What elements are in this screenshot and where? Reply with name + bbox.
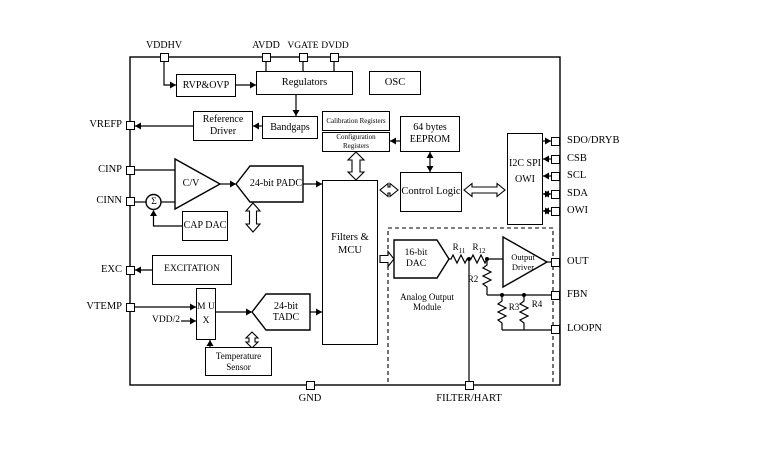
dac-shape — [393, 239, 450, 279]
pin-label-fbn: FBN — [567, 289, 588, 300]
block-eeprom: 64 bytes EEPROM — [400, 116, 460, 152]
pin-avdd — [262, 53, 271, 62]
arrowheads — [135, 81, 551, 346]
pin-label-cinn: CINN — [96, 195, 122, 206]
pin-label-filter-hart: FILTER/HART — [436, 393, 502, 404]
block-cap-dac: CAP DAC — [182, 211, 228, 241]
pin-label-vtemp: VTEMP — [86, 301, 122, 312]
block-bandgaps: Bandgaps — [262, 116, 318, 139]
block-regulators: Regulators — [256, 71, 353, 95]
padc-shape — [235, 165, 304, 203]
pin-label-avdd: AVDD — [252, 40, 280, 51]
block-filters-mcu: Filters & MCU — [322, 180, 378, 345]
resistor-r2 — [481, 259, 493, 295]
analog-shapes — [145, 157, 549, 331]
output-driver-label: Output Driver — [511, 251, 535, 272]
pin-label-sda: SDA — [567, 188, 589, 199]
pin-gnd — [306, 381, 315, 390]
analog-output-module-label: Analog Output Module — [400, 291, 454, 312]
pin-label-gnd: GND — [298, 393, 322, 404]
pin-label-vddhv: VDDHV — [145, 40, 183, 51]
pin-scl — [551, 172, 560, 181]
sigma-node-label: Σ — [151, 196, 157, 207]
pin-cinn — [126, 197, 135, 206]
pin-label-csb: CSB — [567, 153, 587, 164]
chip-boundary — [129, 56, 561, 386]
control-to-interface-bus — [463, 182, 506, 198]
resistor-label-r2: R2 — [467, 274, 479, 284]
pin-vddhv — [160, 53, 169, 62]
pin-loopn — [551, 325, 560, 334]
pin-out — [551, 258, 560, 267]
pin-label-vrefp: VREFP — [89, 119, 122, 130]
pin-label-owi: OWI — [567, 205, 588, 216]
pin-label-vgate: VGATE — [287, 41, 319, 51]
pin-cinp — [126, 166, 135, 175]
block-mux: M U X — [196, 288, 216, 340]
pin-label-loopn: LOOPN — [567, 323, 603, 334]
pin-label-exc: EXC — [101, 264, 122, 275]
block-calibration-registers: Calibration Registers — [322, 111, 390, 131]
resistor-r4 — [518, 295, 530, 330]
block-osc: OSC — [369, 71, 421, 95]
pin-dvdd — [330, 53, 339, 62]
pin-label-scl: SCL — [567, 170, 587, 181]
dac-label: 16-bit DAC — [404, 248, 428, 269]
pin-owi — [551, 207, 560, 216]
block-excitation: EXCITATION — [152, 255, 232, 285]
block-control-logic: Control Logic — [400, 172, 462, 212]
sigma-node-shape — [145, 193, 162, 211]
tadc-label: 24-bit TADC — [272, 300, 300, 324]
cv-amp-shape — [174, 157, 222, 211]
resistor-label-r3: R3 — [508, 302, 520, 312]
pin-sdo-dryb — [551, 137, 560, 146]
padc-label: 24-bit PADC — [249, 178, 303, 190]
mcu-to-dac-bus — [379, 249, 395, 269]
pin-label-sdo-dryb: SDO/DRYB — [567, 135, 620, 146]
output-driver-shape — [502, 235, 549, 289]
resistor-r11-r12 — [449, 253, 503, 265]
padc-capdac-bus — [244, 202, 262, 233]
registers-to-mcu-bus — [346, 151, 366, 181]
pin-exc — [126, 266, 135, 275]
pin-label-dvdd: DVDD — [321, 41, 349, 51]
block-temperature-sensor: Temperature Sensor — [205, 347, 272, 376]
resistor-r3 — [496, 295, 508, 330]
pin-filter-hart — [465, 381, 474, 390]
pin-vtemp — [126, 303, 135, 312]
block-configuration-registers: Configuration Registers — [322, 132, 390, 152]
block-rvp-ovp: RVP&OVP — [176, 74, 236, 97]
resistor-label-r4: R4 — [531, 299, 543, 309]
pin-label-out: OUT — [567, 256, 589, 267]
vdd-half-label: VDD/2 — [152, 315, 180, 325]
pin-fbn — [551, 291, 560, 300]
block-interface-i2c-spi-owi: I2C SPI OWI — [507, 133, 543, 225]
pin-sda — [551, 190, 560, 199]
mcu-to-control-bus — [379, 182, 399, 198]
pin-csb — [551, 155, 560, 164]
junction-dots — [467, 257, 526, 297]
tadc-shape — [251, 293, 311, 331]
tadc-tempsensor-bus — [244, 331, 260, 349]
pin-vgate — [299, 53, 308, 62]
bus-arrows — [244, 151, 506, 349]
pin-label-cinp: CINP — [98, 164, 122, 175]
block-reference-driver: Reference Driver — [193, 111, 253, 141]
pin-vrefp — [126, 121, 135, 130]
resistor-label-r12: R12 — [472, 242, 486, 255]
cv-converter-label: C/V — [182, 178, 200, 190]
resistor-label-r11: R11 — [452, 242, 466, 255]
